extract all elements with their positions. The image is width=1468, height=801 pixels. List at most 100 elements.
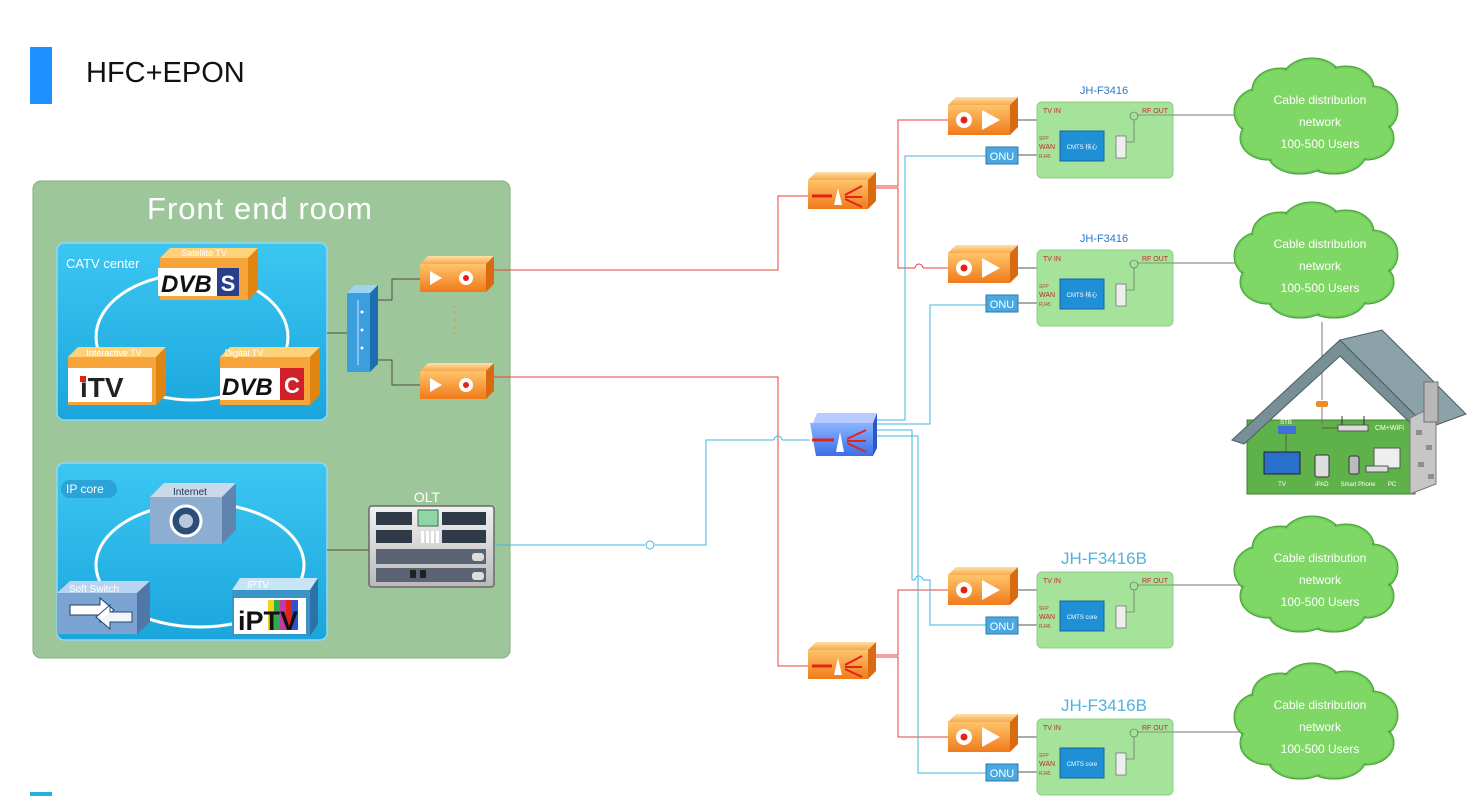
satellite-tv-device: Satellite TV DVB S [158, 248, 258, 300]
optical-lines [494, 155, 986, 774]
svg-text:RJ45: RJ45 [1039, 302, 1051, 308]
svg-text:SFP: SFP [1039, 136, 1049, 142]
onu-box-4: ONU [985, 763, 1019, 782]
cloud-title: Cable distribution [1274, 551, 1367, 565]
cmts-core-label: CMTS 核心 [1067, 291, 1098, 299]
interactive-tv-device: Interactive TV iTV [68, 347, 166, 405]
svg-text:S: S [221, 271, 236, 296]
soft-switch-device: Soft Switch [57, 581, 150, 634]
onu-label: ONU [990, 299, 1015, 311]
bottom-accent-bar [30, 792, 52, 796]
iptv-device: IPTV iPTV [232, 578, 318, 636]
house-device-label: TV [1278, 482, 1286, 488]
ip-core-box: IP core Internet Soft Switch [56, 462, 328, 641]
svg-text:C: C [284, 373, 300, 398]
cmts-core-label: CMTS core [1067, 615, 1098, 621]
cable-distribution-cloud-3: Cable distribution network 100-500 Users [1233, 515, 1399, 633]
catv-center-label: CATV center [66, 256, 140, 271]
cmts-core-label: CMTS core [1067, 762, 1098, 768]
svg-text:IPTV: IPTV [247, 580, 270, 591]
front-end-connections [327, 278, 420, 551]
svg-text:RF OUT: RF OUT [1142, 578, 1169, 585]
subscriber-house: STB CM+WiFi TV iPAD Smart Phone PC [1231, 322, 1467, 495]
svg-text:RJ45: RJ45 [1039, 771, 1051, 777]
cloud-subtitle: network [1299, 115, 1342, 129]
svg-text:TV IN: TV IN [1043, 108, 1061, 115]
svg-text:WAN: WAN [1039, 292, 1055, 299]
house-device-label: Smart Phone [1340, 482, 1376, 488]
onu-label: ONU [990, 621, 1015, 633]
cloud-users: 100-500 Users [1281, 281, 1360, 295]
optical-receiver-3 [948, 567, 1018, 605]
svg-text:Internet: Internet [173, 487, 207, 498]
svg-text:Soft Switch: Soft Switch [69, 584, 119, 595]
svg-text:Interactive TV: Interactive TV [86, 348, 141, 358]
node-model-label: JH-F3416B [1061, 696, 1147, 715]
onu-box-2: ONU [985, 294, 1019, 313]
house-device-label: PC [1388, 482, 1397, 488]
onu-label: ONU [990, 768, 1015, 780]
node-model-label: JH-F3416 [1080, 85, 1128, 97]
title-accent-bar [30, 47, 52, 104]
cloud-users: 100-500 Users [1281, 595, 1360, 609]
svg-text:TV IN: TV IN [1043, 578, 1061, 585]
svg-text:Digital TV: Digital TV [225, 348, 264, 358]
optical-transmitter-2 [420, 363, 494, 399]
cloud-subtitle: network [1299, 259, 1342, 273]
digital-tv-device: Digital TV DVB C [220, 347, 320, 405]
onu-box-1: ONU [985, 146, 1019, 165]
svg-text:SFP: SFP [1039, 753, 1049, 759]
cloud-users: 100-500 Users [1281, 137, 1360, 151]
optical-receiver-4 [948, 714, 1018, 752]
svg-text:RF OUT: RF OUT [1142, 108, 1169, 115]
svg-text:iPTV: iPTV [238, 606, 298, 636]
ip-core-label: IP core [66, 482, 104, 496]
internet-device: Internet [150, 483, 236, 544]
olt-device: OLT [368, 489, 495, 588]
optical-splitter [810, 413, 877, 456]
cloud-title: Cable distribution [1274, 237, 1367, 251]
svg-text:WAN: WAN [1039, 144, 1055, 151]
cloud-subtitle: network [1299, 573, 1342, 587]
page-title: HFC+EPON [86, 57, 245, 89]
svg-text:SFP: SFP [1039, 606, 1049, 612]
svg-text:CM+WiFi: CM+WiFi [1375, 425, 1404, 432]
svg-text:STB: STB [1280, 420, 1292, 426]
rf-combiner-device [347, 285, 378, 372]
svg-text:TV IN: TV IN [1043, 256, 1061, 263]
optical-transmitter-1 [420, 256, 494, 292]
cable-distribution-cloud-1: Cable distribution network 100-500 Users [1233, 57, 1399, 175]
front-end-room-title: Front end room [147, 191, 373, 226]
rf-splitter-bottom [808, 642, 876, 679]
svg-text:DVB: DVB [161, 271, 212, 298]
optical-receiver-2 [948, 245, 1018, 283]
svg-text:WAN: WAN [1039, 614, 1055, 621]
cloud-subtitle: network [1299, 720, 1342, 734]
front-end-room-panel: Front end room CATV center Satellite TV … [32, 180, 511, 659]
onu-box-3: ONU [985, 616, 1019, 635]
rf-splitter-top [808, 172, 876, 209]
svg-text:RF OUT: RF OUT [1142, 725, 1169, 732]
svg-text:DVB: DVB [222, 374, 273, 401]
house-device-label: iPAD [1315, 482, 1329, 488]
olt-label: OLT [414, 489, 441, 505]
node-model-label: JH-F3416 [1080, 233, 1128, 245]
onu-label: ONU [990, 151, 1015, 163]
catv-center-box: CATV center Satellite TV DVB S Interacti… [56, 242, 328, 421]
svg-text:Satellite TV: Satellite TV [181, 248, 227, 258]
cloud-title: Cable distribution [1274, 93, 1367, 107]
svg-text:TV IN: TV IN [1043, 725, 1061, 732]
svg-text:SFP: SFP [1039, 284, 1049, 290]
svg-text:iTV: iTV [80, 372, 124, 403]
rf-fiber-lines [494, 119, 948, 738]
